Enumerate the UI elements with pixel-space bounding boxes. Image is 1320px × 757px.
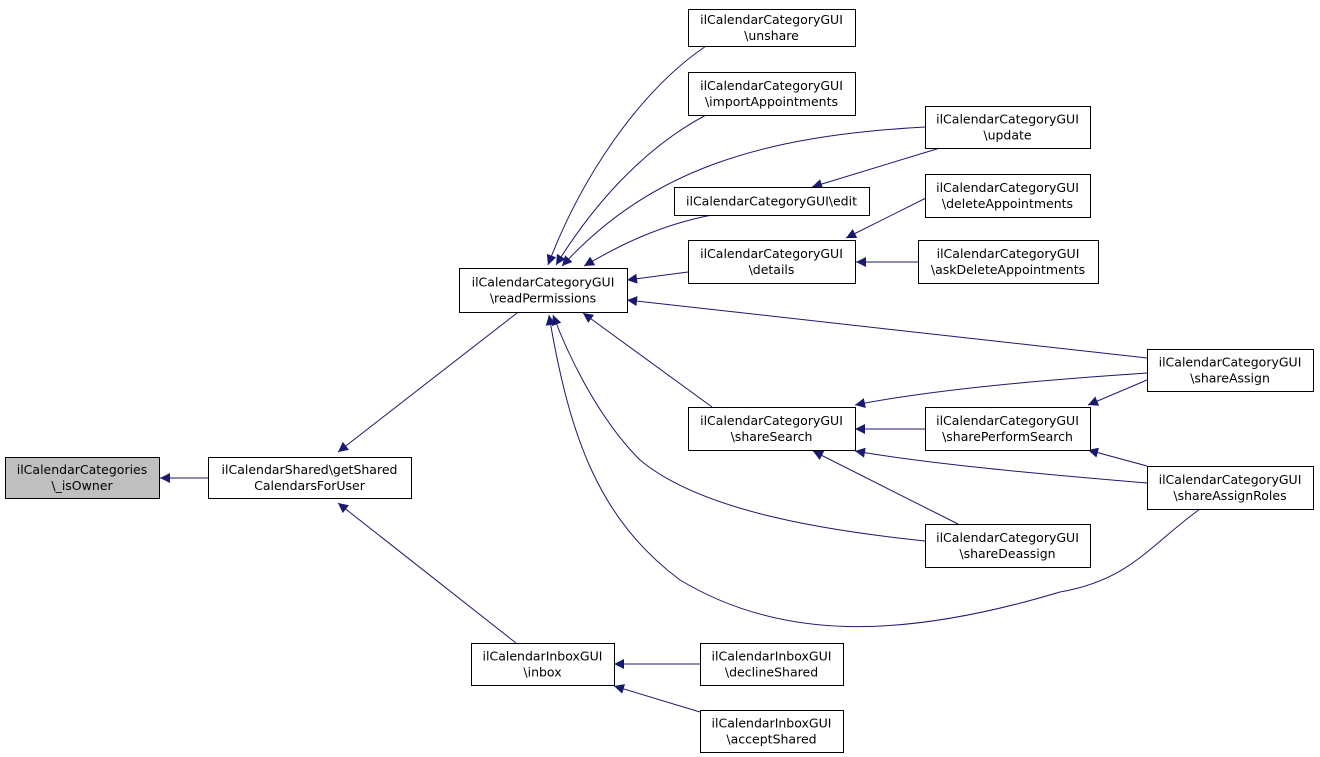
edge-share-deassign-to-read-permissions (551, 314, 926, 542)
node-label-line: ilCalendarCategoryGUI (700, 246, 843, 261)
node-share-deassign[interactable]: ilCalendarCategoryGUI\shareDeassign (925, 524, 1091, 568)
node-box (925, 524, 1091, 568)
node-label-line: ilCalendarCategoryGUI (936, 112, 1079, 127)
node-label-line: \acceptShared (726, 732, 816, 747)
edge-update-to-read-permissions (561, 126, 926, 267)
node-box (1147, 349, 1314, 392)
edge-share-search-to-read-permissions (582, 312, 713, 408)
edge-edit-to-read-permissions (583, 214, 713, 267)
node-edit[interactable]: ilCalendarCategoryGUI\edit (674, 187, 870, 216)
node-import-appointments[interactable]: ilCalendarCategoryGUI\importAppointments (688, 72, 856, 116)
edge-share-assign-to-share-perform-search (1087, 379, 1148, 406)
node-box (918, 240, 1099, 284)
node-box (925, 106, 1091, 149)
node-box (688, 72, 856, 116)
node-label-line: ilCalendarCategoryGUI (936, 180, 1079, 195)
node-delete-appointments[interactable]: ilCalendarCategoryGUI\deleteAppointments (925, 174, 1091, 218)
node-label-line: \askDeleteAppointments (931, 262, 1085, 277)
node-box (471, 643, 615, 686)
edge-delete-appointments-to-details (845, 195, 931, 239)
node-read-permissions[interactable]: ilCalendarCategoryGUI\readPermissions (459, 268, 628, 313)
node-box (5, 457, 160, 499)
node-box (459, 268, 628, 313)
node-share-assign-roles[interactable]: ilCalendarCategoryGUI\shareAssignRoles (1147, 466, 1314, 510)
node-label-line: ilCalendarCategoryGUI (937, 246, 1080, 261)
node-label-line: \sharePerformSearch (942, 429, 1073, 444)
node-box (1147, 466, 1314, 510)
node-label-line: \shareAssignRoles (1173, 488, 1286, 503)
node-label-line: ilCalendarCategoryGUI (1159, 355, 1302, 370)
node-label-line: \_isOwner (51, 478, 113, 493)
node-box (700, 643, 844, 686)
node-label-line: \deleteAppointments (942, 196, 1073, 211)
node-label-line: CalendarsForUser (254, 478, 366, 493)
node-get-shared[interactable]: ilCalendarShared\getSharedCalendarsForUs… (208, 457, 412, 499)
node-label-line: ilCalendarCategoryGUI (700, 12, 843, 27)
node-box (688, 240, 856, 284)
edge-read-permissions-to-get-shared (337, 312, 518, 453)
node-label-line: ilCalendarCategoryGUI (700, 413, 843, 428)
node-decline-shared[interactable]: ilCalendarInboxGUI\declineShared (700, 643, 844, 686)
node-is-owner[interactable]: ilCalendarCategories\_isOwner (5, 457, 160, 499)
node-label-line: \details (749, 262, 795, 277)
edge-share-assign-roles-to-share-perform-search (1087, 447, 1148, 467)
node-label-line: \readPermissions (490, 291, 596, 306)
node-label-line: ilCalendarCategoryGUI (936, 413, 1079, 428)
nodes-layer: ilCalendarCategories\_isOwner ilCalendarS… (5, 9, 1314, 753)
edge-share-assign-roles-to-share-search (854, 447, 1148, 484)
edge-details-to-read-permissions (626, 271, 689, 284)
edge-share-assign-roles-to-read-permissions (545, 314, 1201, 628)
node-inbox[interactable]: ilCalendarInboxGUI\inbox (471, 643, 615, 686)
node-label-line: ilCalendarCategoryGUI\edit (686, 194, 857, 209)
node-box (700, 710, 844, 753)
node-details[interactable]: ilCalendarCategoryGUI\details (688, 240, 856, 284)
node-label-line: \shareAssign (1190, 371, 1270, 386)
node-share-perform-search[interactable]: ilCalendarCategoryGUI\sharePerformSearch (925, 407, 1091, 451)
edge-update-to-edit (811, 147, 941, 189)
node-label-line: \unshare (744, 28, 799, 43)
node-box (925, 174, 1091, 218)
edges-layer (160, 45, 1201, 713)
node-label-line: ilCalendarInboxGUI (712, 649, 832, 664)
node-label-line: ilCalendarCategoryGUI (1159, 472, 1302, 487)
node-update[interactable]: ilCalendarCategoryGUI\update (925, 106, 1091, 149)
node-label-line: ilCalendarCategoryGUI (936, 530, 1079, 545)
node-label-line: ilCalendarCategoryGUI (472, 275, 615, 290)
node-label-line: \update (983, 128, 1032, 143)
node-label-line: \declineShared (725, 665, 818, 680)
node-label-line: ilCalendarInboxGUI (483, 649, 603, 664)
node-share-search[interactable]: ilCalendarCategoryGUI\shareSearch (688, 407, 856, 451)
edge-share-assign-to-share-search (854, 372, 1148, 408)
node-label-line: ilCalendarCategoryGUI (700, 78, 843, 93)
edge-share-assign-to-read-permissions (626, 296, 1148, 359)
node-label-line: \shareSearch (731, 429, 813, 444)
node-label-line: ilCalendarInboxGUI (712, 716, 832, 731)
node-box (674, 187, 870, 216)
edge-share-deassign-to-share-search (812, 450, 959, 525)
node-share-assign[interactable]: ilCalendarCategoryGUI\shareAssign (1147, 349, 1314, 392)
node-accept-shared[interactable]: ilCalendarInboxGUI\acceptShared (700, 710, 844, 753)
node-box (208, 457, 412, 499)
node-box (925, 407, 1091, 451)
edge-accept-shared-to-inbox (613, 684, 701, 713)
node-label-line: ilCalendarShared\getShared (222, 462, 398, 477)
node-label-line: \importAppointments (705, 94, 838, 109)
node-box (688, 9, 856, 47)
edge-import-appointments-to-read-permissions (555, 114, 707, 266)
node-label-line: ilCalendarCategories (17, 462, 148, 477)
node-label-line: \shareDeassign (959, 546, 1055, 561)
node-box (688, 407, 856, 451)
node-ask-delete-appointments[interactable]: ilCalendarCategoryGUI\askDeleteAppointme… (918, 240, 1099, 284)
edge-unshare-to-read-permissions (546, 45, 707, 266)
node-label-line: \inbox (523, 665, 561, 680)
edge-inbox-to-get-shared (337, 502, 517, 644)
node-unshare[interactable]: ilCalendarCategoryGUI\unshare (688, 9, 856, 47)
